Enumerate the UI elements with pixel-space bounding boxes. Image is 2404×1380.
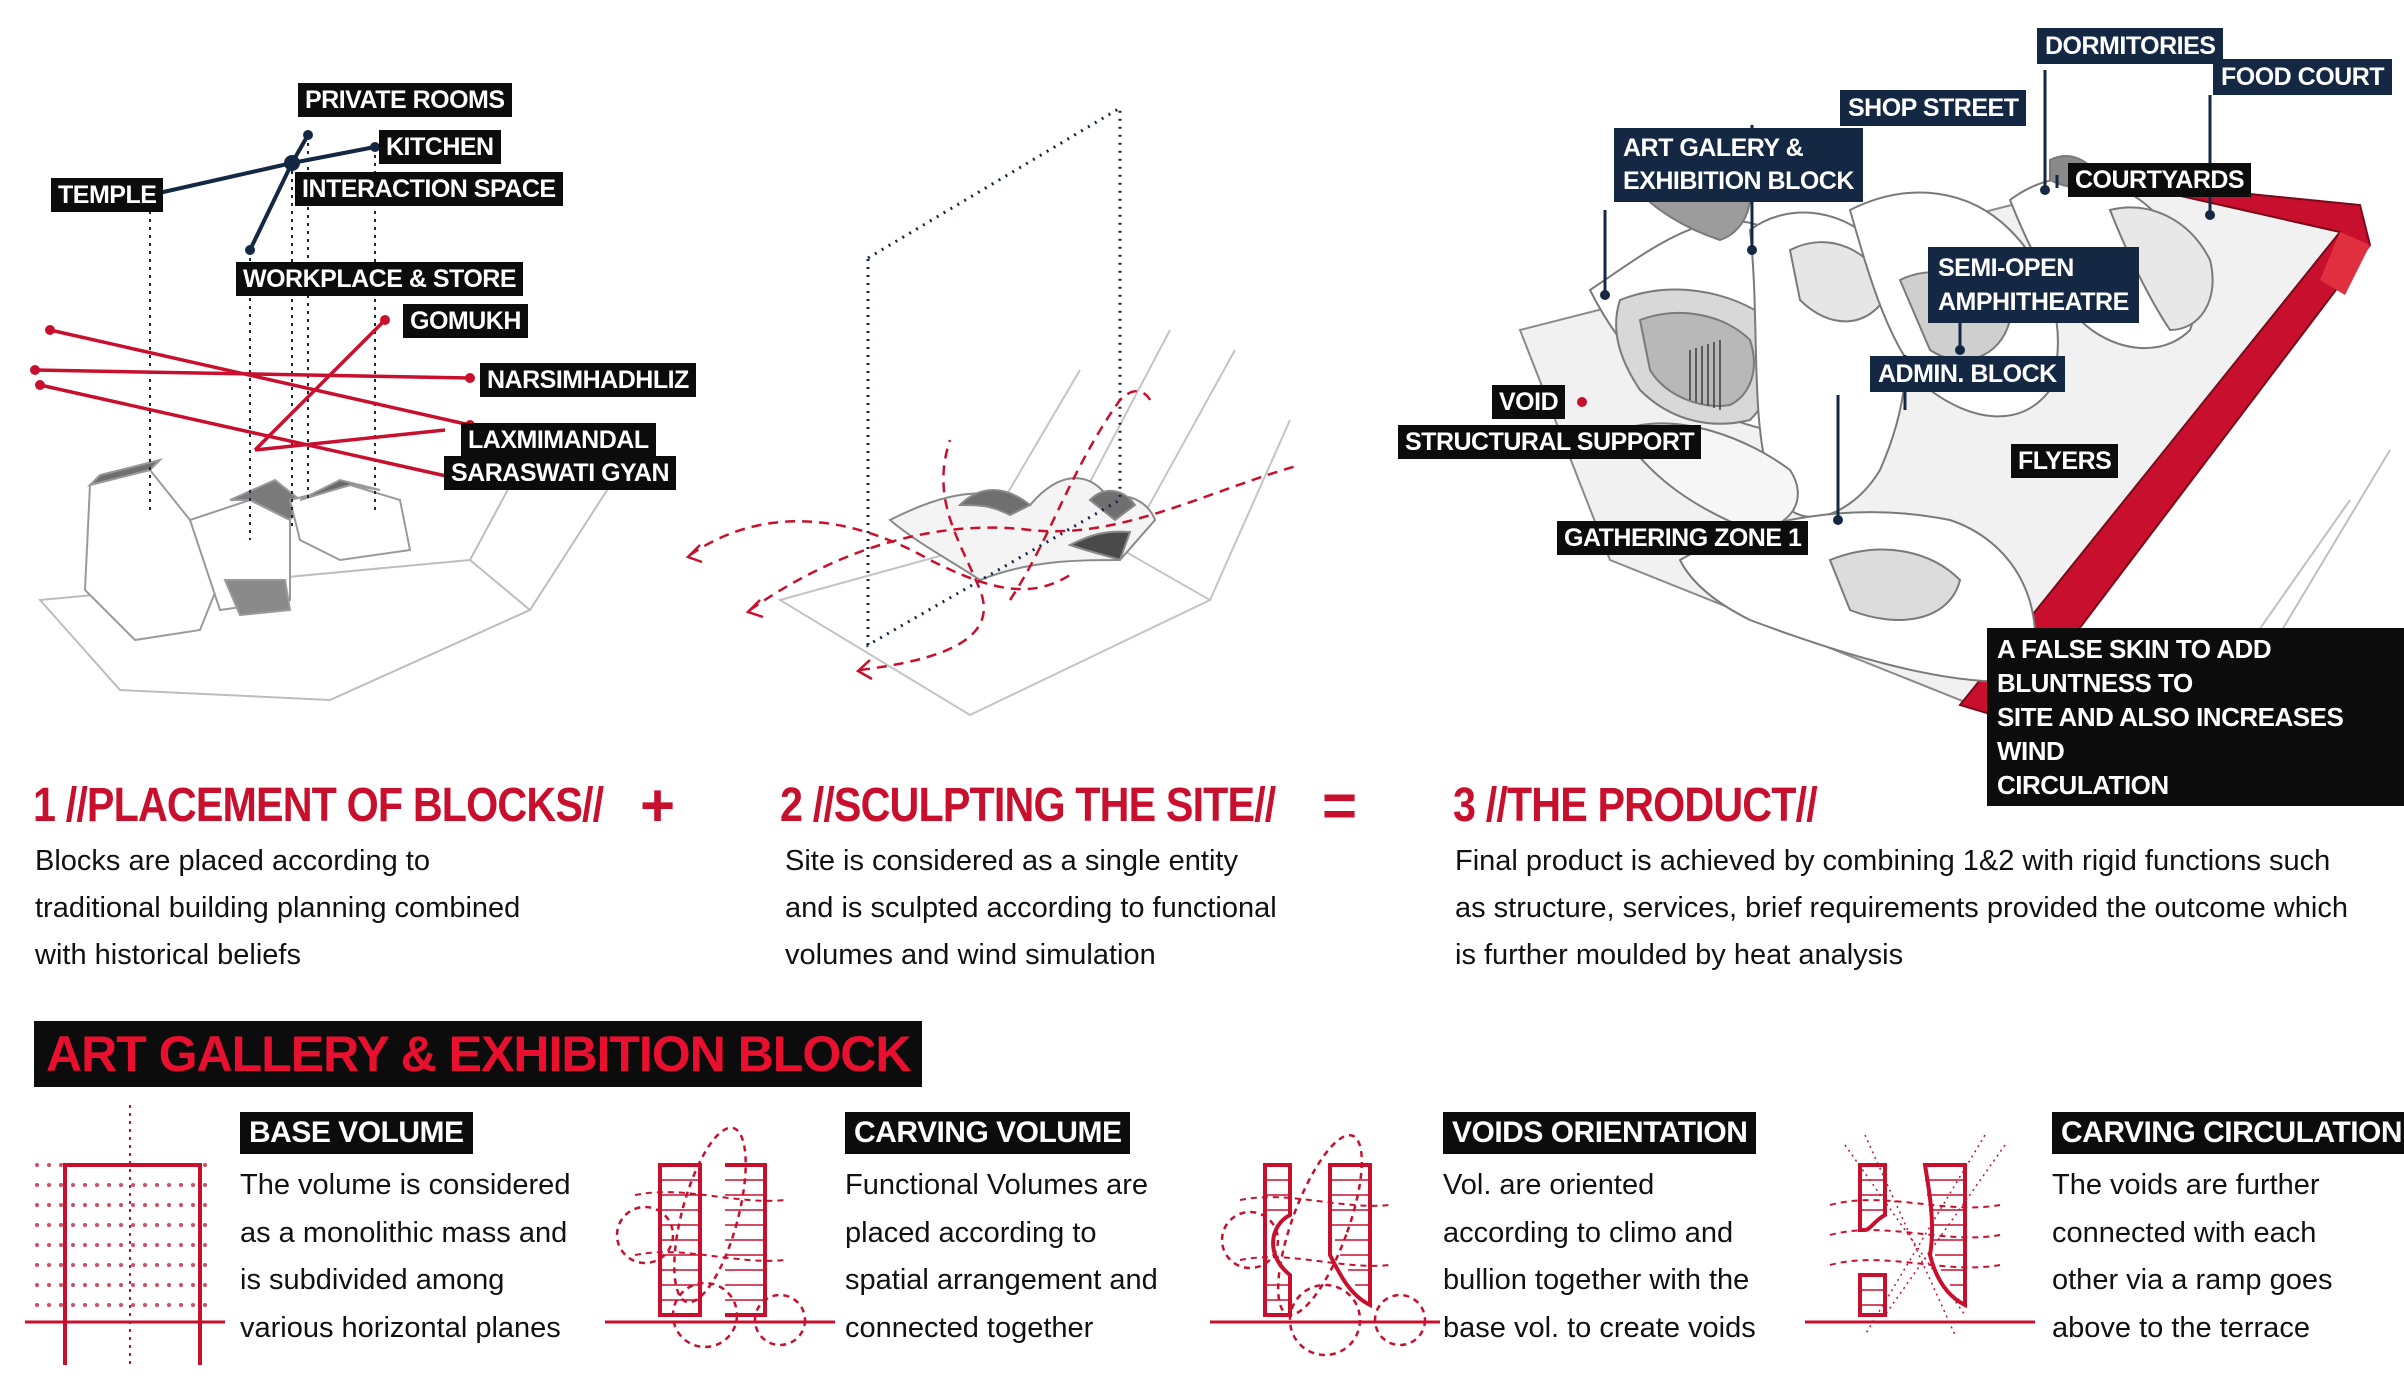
cutting-plane-dotted <box>866 105 1122 648</box>
step3-text: Final product is achieved by combining 1… <box>1455 845 2348 971</box>
navy-connection-lines <box>149 134 376 251</box>
equals-operator: = <box>1322 772 1358 839</box>
red-axis-lines <box>34 318 471 480</box>
sculpting-site-diagram <box>685 105 1301 717</box>
label-private-rooms: PRIVATE ROOMS <box>298 83 512 117</box>
voids-orientation-label: VOIDS ORIENTATION <box>1443 1112 1757 1154</box>
base-volume-text: The volume is considered as a monolithic… <box>240 1169 571 1344</box>
label-workplace-store: WORKPLACE & STORE <box>236 262 523 296</box>
dot-grid <box>35 1163 207 1307</box>
label-art-gallery: ART GALERY & EXHIBITION BLOCK <box>1614 128 1863 202</box>
wind-flow-lines <box>689 389 1301 672</box>
navy-nodes <box>245 130 380 255</box>
carving-circulation-label: CARVING CIRCULATION <box>2052 1112 2404 1154</box>
label-narsimhadhliz: NARSIMHADHLIZ <box>480 363 696 397</box>
label-courtyards: COURTYARDS <box>2068 163 2252 197</box>
label-food-court: FOOD COURT <box>2213 59 2393 95</box>
structure-hatch <box>1689 340 1721 410</box>
building-blocks <box>83 458 412 642</box>
carving-volume-icon <box>605 1126 835 1349</box>
base-volume-icon <box>25 1105 225 1365</box>
carving-volume-text: Functional Volumes are placed according … <box>845 1169 1158 1344</box>
voids-orientation-icon <box>1210 1133 1440 1357</box>
voids-orientation-text: Vol. are oriented according to climo and… <box>1443 1169 1756 1344</box>
label-structural-support: STRUCTURAL SUPPORT <box>1398 425 1702 459</box>
step2-heading: 2 //SCULPTING THE SITE// <box>780 779 1276 832</box>
label-saraswati-gyan: SARASWATI GYAN <box>444 456 677 490</box>
carving-volume-label: CARVING VOLUME <box>845 1112 1131 1154</box>
placement-of-blocks-diagram <box>30 130 621 702</box>
step2-text: Site is considered as a single entity an… <box>785 845 1277 971</box>
label-temple: TEMPLE <box>51 178 164 212</box>
label-false-skin: A FALSE SKIN TO ADD BLUNTNESS TO SITE AN… <box>1987 628 2404 806</box>
plus-operator: + <box>640 772 676 839</box>
product-diagram <box>1518 70 2391 722</box>
label-kitchen: KITCHEN <box>379 130 501 164</box>
step3-heading: 3 //THE PRODUCT// <box>1453 779 1818 832</box>
base-volume-label: BASE VOLUME <box>240 1112 473 1154</box>
label-gathering-zone-1: GATHERING ZONE 1 <box>1557 521 1809 555</box>
label-dormitories: DORMITORIES <box>2037 28 2224 64</box>
label-admin-block: ADMIN. BLOCK <box>1870 356 2065 392</box>
step1-heading: 1 //PLACEMENT OF BLOCKS// <box>33 779 604 832</box>
label-laxmimandal: LAXMIMANDAL <box>461 423 656 457</box>
label-gomukh: GOMUKH <box>403 304 528 338</box>
art-gallery-section-title: ART GALLERY & EXHIBITION BLOCK <box>34 1021 923 1087</box>
step1-text: Blocks are placed according to tradition… <box>35 845 521 971</box>
label-semi-open-amphitheatre: SEMI-OPEN AMPHITHEATRE <box>1928 247 2139 323</box>
label-shop-street: SHOP STREET <box>1840 90 2027 126</box>
navy-dots-3 <box>1600 185 2215 525</box>
dotted-drop-lines <box>149 135 376 540</box>
label-void: VOID <box>1492 385 1566 419</box>
wind-arrowheads <box>685 544 873 681</box>
label-interaction-space: INTERACTION SPACE <box>295 172 563 206</box>
carving-circulation-text: The voids are further connected with eac… <box>2052 1169 2333 1344</box>
label-flyers: FLYERS <box>2011 444 2119 478</box>
carving-circulation-icon <box>1805 1134 2035 1336</box>
